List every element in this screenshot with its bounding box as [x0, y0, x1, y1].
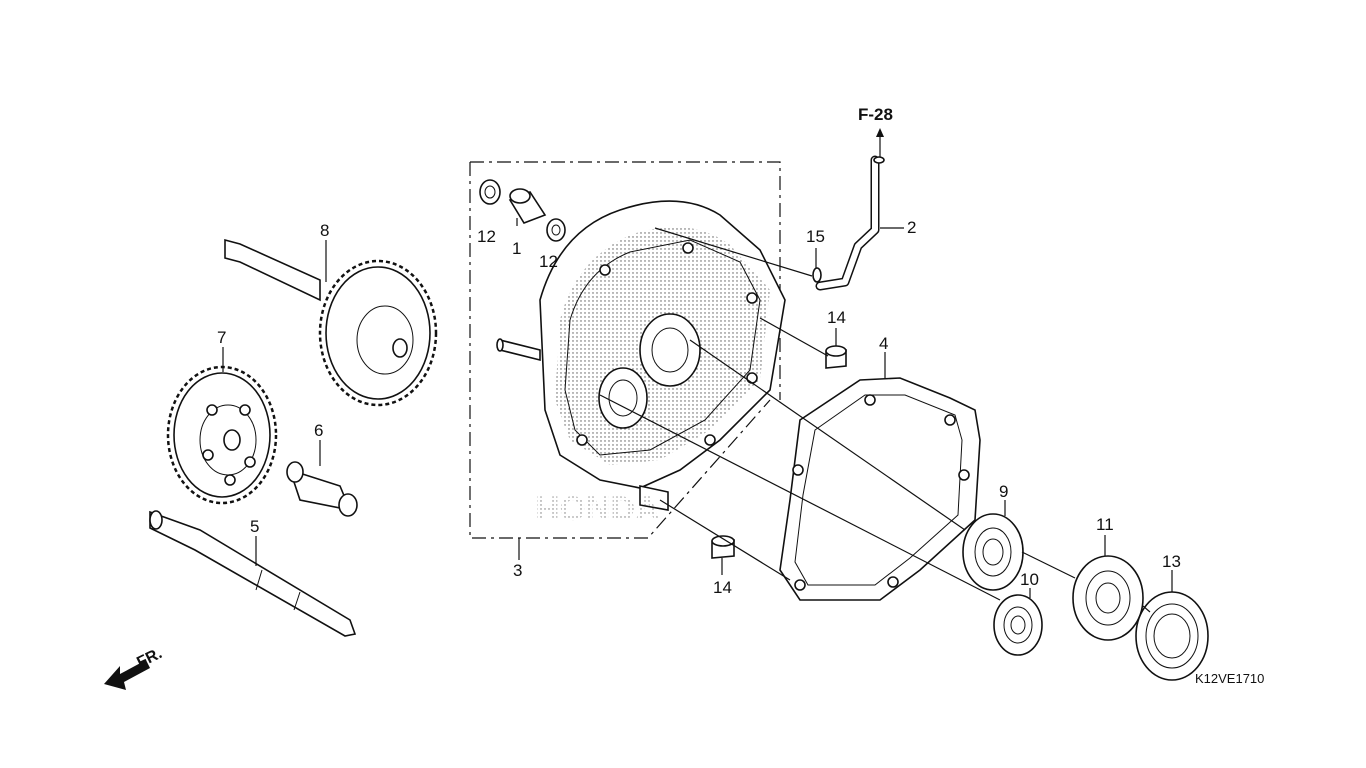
callout-2: 2 — [907, 218, 916, 237]
direction-label: FR. — [134, 645, 165, 672]
callout-8: 8 — [320, 221, 329, 240]
callout-5: 5 — [250, 517, 259, 536]
oil-seal-part-12-right — [546, 218, 566, 242]
callout-3: 3 — [513, 561, 522, 580]
drive-shaft-part-5 — [149, 510, 357, 637]
bearing-part-10 — [993, 594, 1043, 656]
gasket-part-4 — [779, 377, 981, 601]
callout-13: 13 — [1162, 552, 1181, 571]
callout-9: 9 — [999, 482, 1008, 501]
final-shaft-part-8 — [224, 238, 438, 407]
countershaft-gear-part-7 — [166, 365, 278, 505]
pinion-gear-part-6 — [286, 461, 358, 517]
callout-15: 15 — [806, 227, 825, 246]
clip-part-15 — [812, 267, 822, 283]
bushing-part-1 — [508, 188, 547, 224]
oil-seal-part-12-left — [479, 179, 501, 205]
leader-lines — [222, 218, 1173, 613]
callout-12-left: 12 — [477, 227, 496, 246]
callout-7: 7 — [217, 328, 226, 347]
callout-14-upper: 14 — [827, 308, 846, 327]
callout-12-right: 12 — [539, 252, 558, 271]
bearing-part-11 — [1072, 555, 1144, 641]
bearing-part-9 — [962, 513, 1024, 591]
diagram-code: K12VE1710 — [1195, 671, 1264, 686]
front-direction-arrow: FR. — [104, 645, 165, 690]
reference-label: F-28 — [858, 105, 893, 124]
callout-6: 6 — [314, 421, 323, 440]
svg-text:HONDA: HONDA — [535, 490, 660, 528]
oil-seal-part-13 — [1135, 591, 1209, 681]
callout-10: 10 — [1020, 570, 1039, 589]
callout-11: 11 — [1096, 515, 1114, 534]
reference-f28-marker: F-28 — [858, 105, 893, 158]
pipe-part-2 — [815, 155, 885, 291]
callout-1: 1 — [512, 239, 521, 258]
callout-14-lower: 14 — [713, 578, 732, 597]
callout-labels: 8 7 6 5 3 12 1 12 15 2 14 4 14 9 10 11 1… — [217, 218, 1181, 597]
callout-4: 4 — [879, 334, 888, 353]
dowel-pin-part-14-lower — [711, 535, 735, 559]
dowel-pin-part-14-upper — [825, 345, 847, 369]
transmission-case-part-3: HONDA — [496, 200, 786, 528]
